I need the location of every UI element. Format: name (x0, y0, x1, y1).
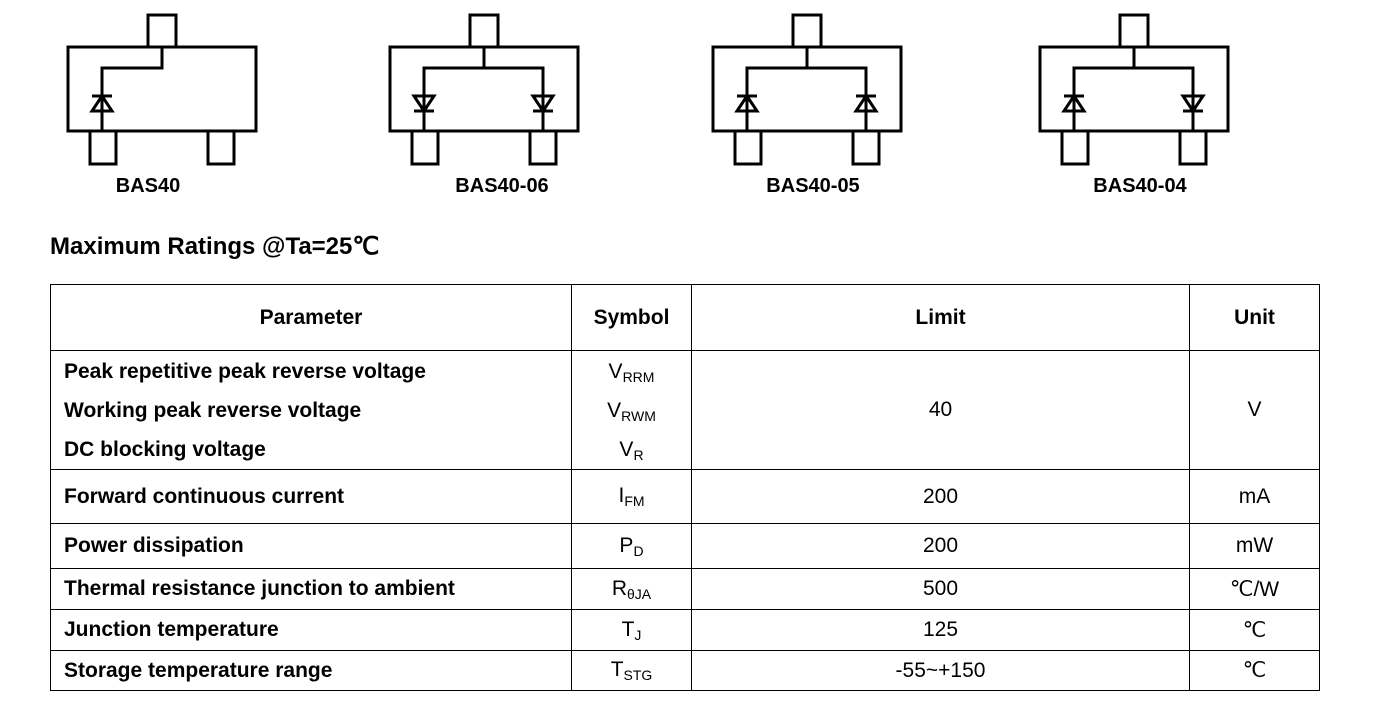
sot23-series-schematic (1038, 13, 1230, 166)
table-header-row: Parameter Symbol Limit Unit (50, 284, 1320, 351)
section-title: Maximum Ratings @Ta=25℃ (50, 233, 380, 260)
limit-value: 500 (691, 568, 1190, 610)
diode-icon (853, 93, 879, 113)
symbol: VRRM (608, 359, 655, 385)
symbol: TJ (571, 609, 692, 651)
symbol: IFM (571, 469, 692, 524)
package-diagram-bas40-05 (705, 12, 905, 172)
table-row: Junction temperature TJ 125 ℃ (50, 609, 1320, 651)
symbol: RθJA (571, 568, 692, 610)
limit-value: 40 (691, 350, 1190, 470)
limit-value: 200 (691, 469, 1190, 524)
unit-value: ℃ (1189, 650, 1320, 691)
symbol: TSTG (571, 650, 692, 691)
diode-icon (89, 93, 115, 113)
package-diagram-bas40-06 (382, 12, 582, 172)
sot23-common-anode-schematic (388, 13, 580, 166)
param-label: Peak repetitive peak reverse voltage (64, 359, 426, 383)
sot23-single-diode-schematic (66, 13, 258, 166)
header-limit: Limit (691, 284, 1190, 351)
symbol: PD (571, 523, 692, 569)
param-label: Junction temperature (50, 609, 572, 651)
header-unit: Unit (1189, 284, 1320, 351)
table-row: Peak repetitive peak reverse voltage Wor… (50, 350, 1320, 470)
maximum-ratings-table: Parameter Symbol Limit Unit Peak repetit… (50, 284, 1320, 691)
table-row: Storage temperature range TSTG -55~+150 … (50, 650, 1320, 691)
package-label: BAS40 (115, 175, 181, 197)
unit-value: ℃ (1189, 609, 1320, 651)
diode-icon (734, 93, 760, 113)
unit-value: V (1189, 350, 1320, 470)
table-row: Power dissipation PD 200 mW (50, 523, 1320, 569)
param-label: Storage temperature range (50, 650, 572, 691)
diode-icon (1180, 94, 1206, 114)
param-label: DC blocking voltage (64, 437, 266, 461)
package-label: BAS40-04 (1093, 175, 1187, 197)
limit-value: 200 (691, 523, 1190, 569)
header-symbol: Symbol (571, 284, 692, 351)
package-diagram-bas40-04 (1032, 12, 1232, 172)
unit-value: mW (1189, 523, 1320, 569)
param-label: Forward continuous current (50, 469, 572, 524)
symbol: VRWM (607, 398, 656, 424)
limit-value: -55~+150 (691, 650, 1190, 691)
table-row: Thermal resistance junction to ambient R… (50, 568, 1320, 610)
voltage-symbols: VRRM VRWM VR (571, 350, 692, 470)
limit-value: 125 (691, 609, 1190, 651)
table-row: Forward continuous current IFM 200 mA (50, 469, 1320, 524)
header-parameter: Parameter (50, 284, 572, 351)
sot23-common-cathode-schematic (711, 13, 903, 166)
package-label: BAS40-05 (766, 175, 860, 197)
param-label: Power dissipation (50, 523, 572, 569)
diode-icon (530, 94, 556, 114)
package-diagram-bas40 (60, 12, 260, 172)
param-label: Thermal resistance junction to ambient (50, 568, 572, 610)
symbol: VR (619, 437, 644, 463)
param-label: Working peak reverse voltage (64, 398, 362, 422)
diode-icon (1061, 93, 1087, 113)
voltage-parameters: Peak repetitive peak reverse voltage Wor… (50, 350, 572, 470)
unit-value: ℃/W (1189, 568, 1320, 610)
diode-icon (411, 94, 437, 114)
unit-value: mA (1189, 469, 1320, 524)
package-label: BAS40-06 (455, 175, 549, 197)
